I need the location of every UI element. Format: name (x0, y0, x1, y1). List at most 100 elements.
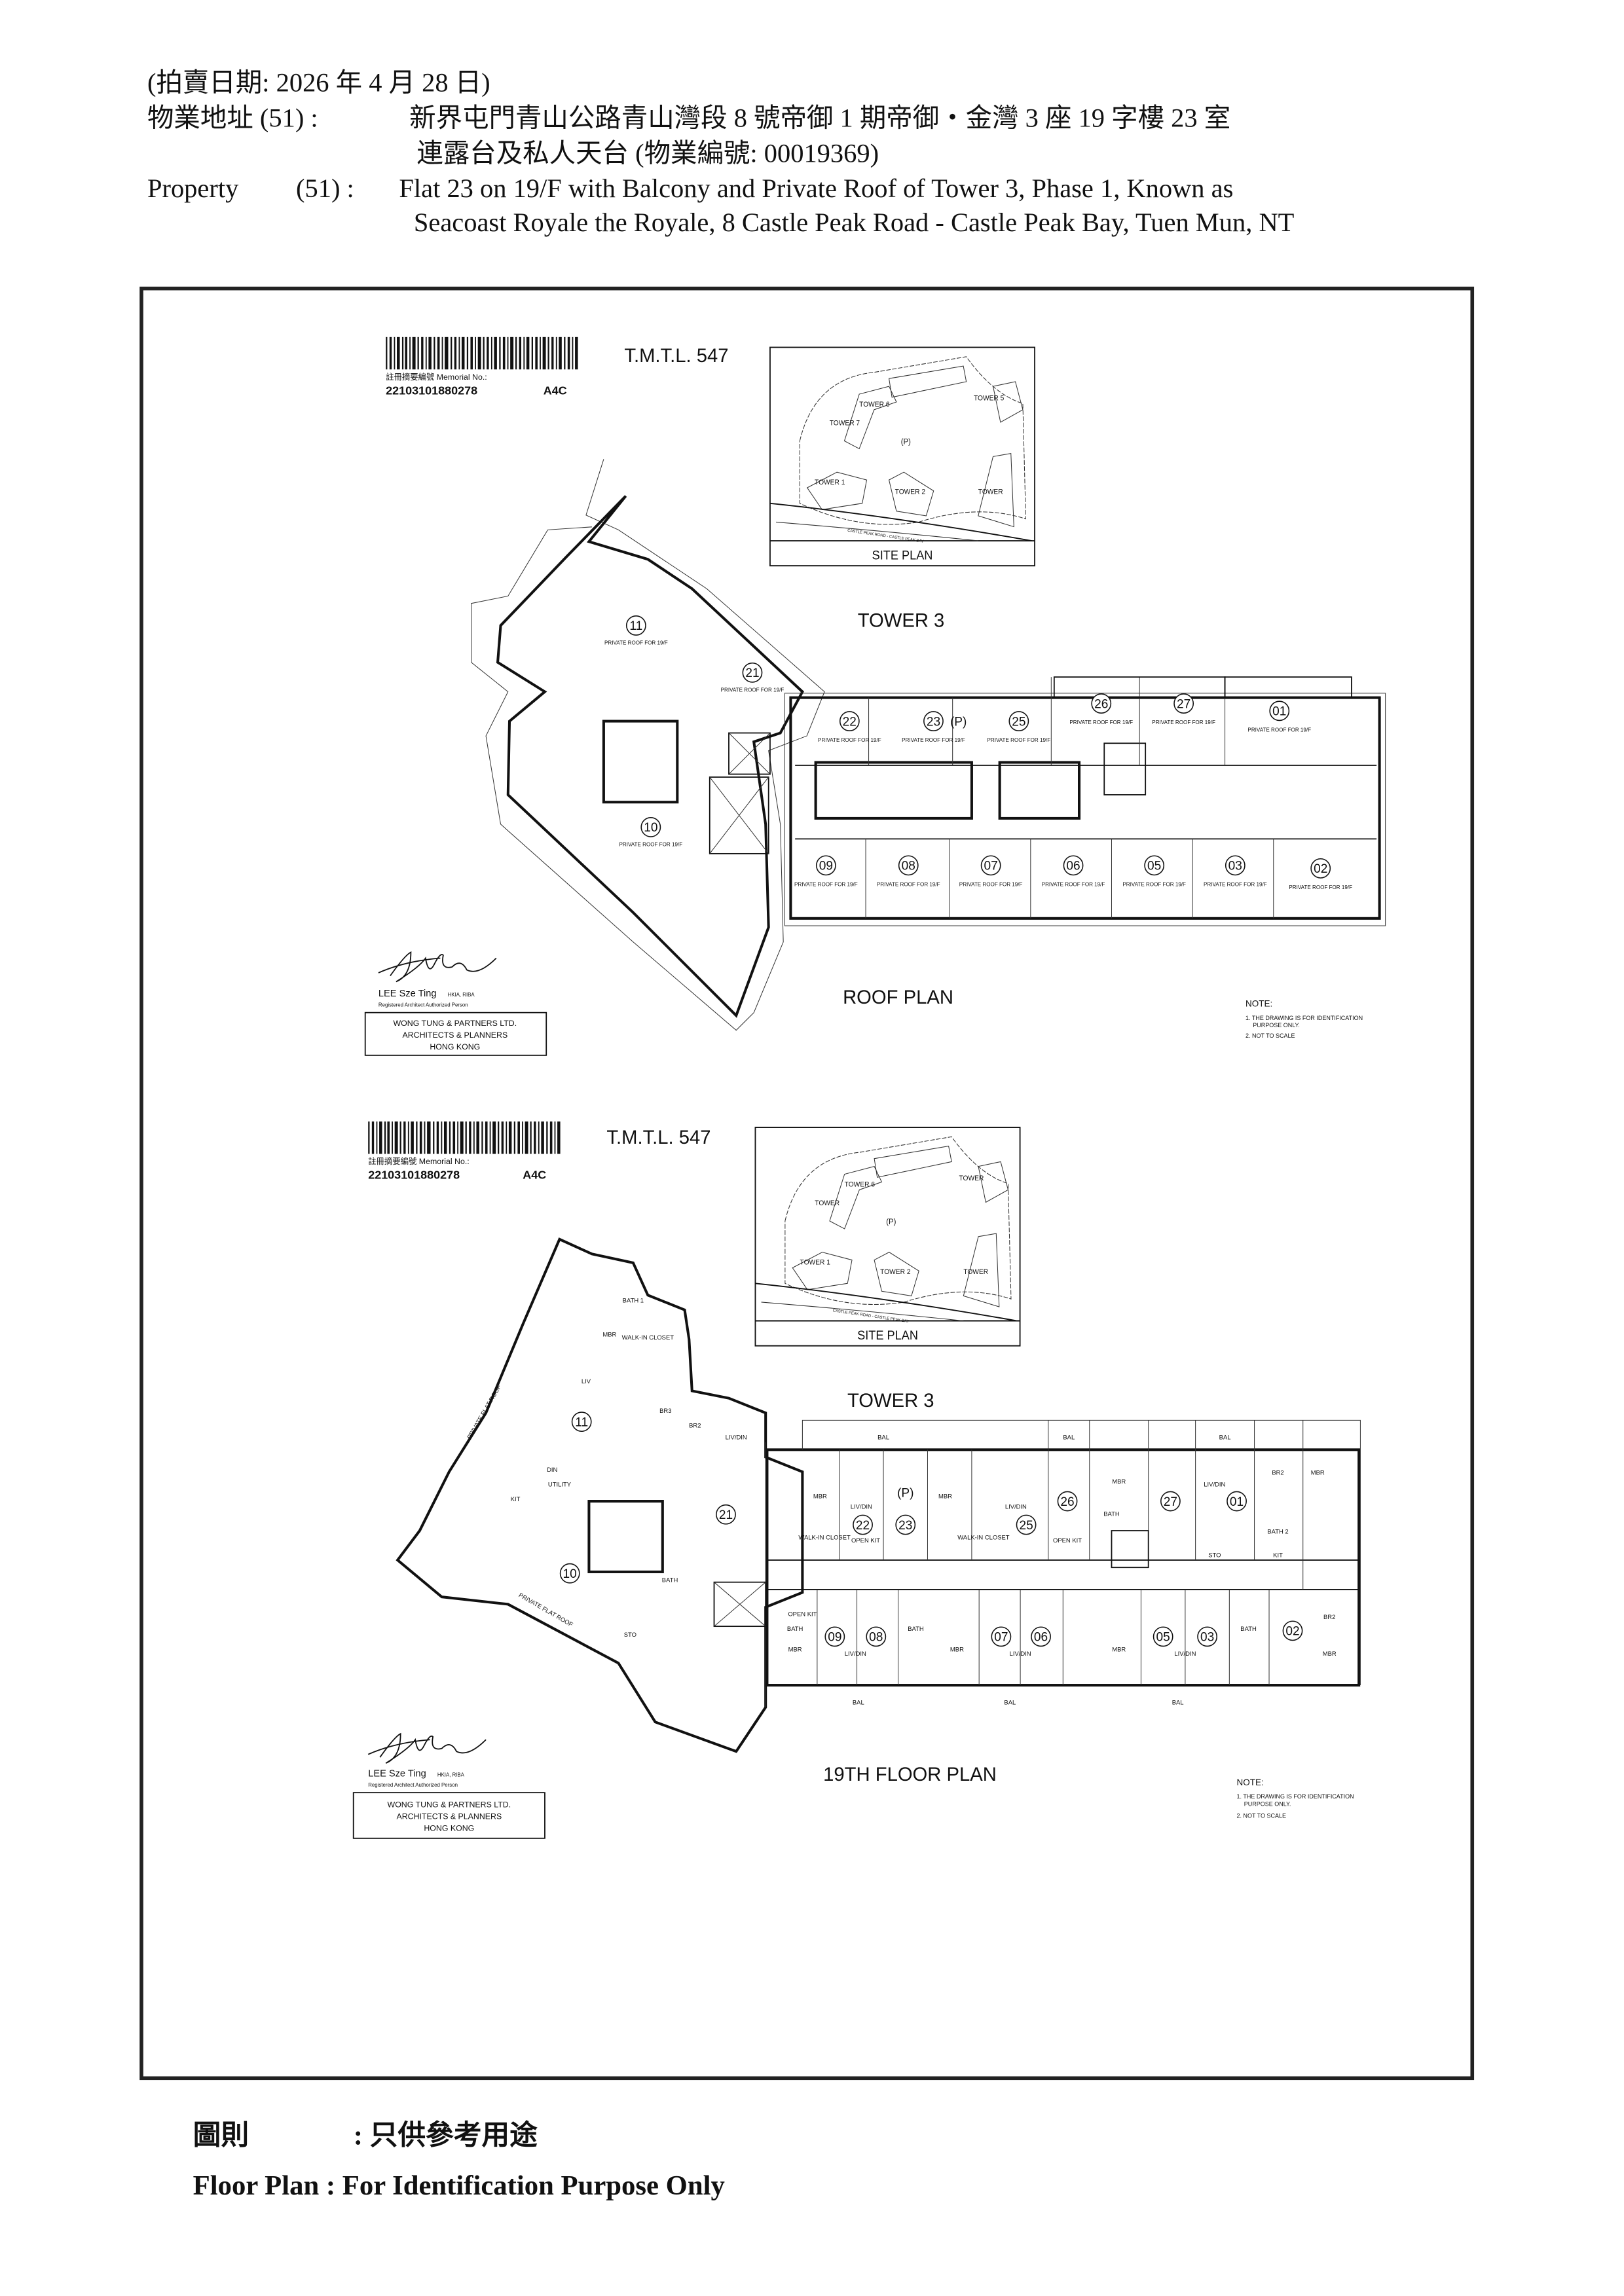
unit-09: 09 (824, 1626, 845, 1647)
firm-line1: WONG TUNG & PARTNERS LTD. (394, 1019, 517, 1028)
plan-title: 19TH FLOOR PLAN (823, 1764, 997, 1785)
barcode (386, 337, 578, 370)
svg-text:BR2: BR2 (689, 1423, 701, 1430)
architect-signature (367, 1733, 487, 1764)
memorial-number: 22103101880278 (386, 384, 477, 397)
unit-03: 03 (1197, 1626, 1218, 1647)
architect-quals: HKIA, RIBA (448, 992, 475, 998)
svg-text:1. THE DRAWING IS FOR IDENTIFI: 1. THE DRAWING IS FOR IDENTIFICATION (1237, 1793, 1354, 1800)
site-tower-label: TOWER 5 (974, 395, 1005, 402)
svg-text:OPEN KIT: OPEN KIT (788, 1611, 817, 1618)
svg-text:DIN: DIN (547, 1467, 557, 1474)
svg-text:03: 03 (1200, 1631, 1214, 1645)
site-tower-label: TOWER (978, 488, 1003, 496)
unit-11: 11 (571, 1412, 592, 1432)
svg-text:BATH: BATH (787, 1626, 803, 1633)
svg-text:10: 10 (644, 821, 657, 835)
drawing-note: NOTE: 1. THE DRAWING IS FOR IDENTIFICATI… (1246, 999, 1363, 1039)
property-label-en: Property (147, 173, 239, 203)
svg-text:PRIVATE ROOF FOR 19/F: PRIVATE ROOF FOR 19/F (987, 737, 1051, 743)
address-zh-line2: 連露台及私人天台 (物業編號: 00019369) (416, 138, 879, 168)
svg-text:BATH: BATH (908, 1626, 924, 1633)
svg-text:PRIVATE ROOF FOR 19/F: PRIVATE ROOF FOR 19/F (1247, 727, 1311, 733)
svg-text:PURPOSE ONLY.: PURPOSE ONLY. (1244, 1800, 1291, 1807)
svg-text:OPEN KIT: OPEN KIT (1053, 1537, 1082, 1544)
svg-text:PRIVATE ROOF FOR 19/F: PRIVATE ROOF FOR 19/F (877, 881, 940, 887)
svg-text:10: 10 (563, 1567, 577, 1581)
svg-text:02: 02 (1285, 1625, 1299, 1639)
svg-text:(P): (P) (950, 715, 967, 729)
svg-text:2. NOT TO SCALE: 2. NOT TO SCALE (1246, 1032, 1295, 1039)
firm-line1: WONG TUNG & PARTNERS LTD. (388, 1800, 511, 1810)
svg-text:21: 21 (719, 1508, 733, 1522)
architect-name: LEE Sze Ting (378, 989, 437, 999)
unit-22: 22 (853, 1514, 873, 1535)
footer-label-zh: 圖則 (193, 2120, 249, 2151)
svg-text:BAL: BAL (1219, 1434, 1231, 1442)
unit-markers: 11 21 10 22 23(P) 25 26 27 01 09 08 07 0… (559, 1412, 1303, 1647)
svg-text:1. THE DRAWING IS FOR IDENTIFI: 1. THE DRAWING IS FOR IDENTIFICATION (1246, 1015, 1363, 1021)
svg-text:MBR: MBR (602, 1331, 616, 1338)
svg-text:27: 27 (1177, 697, 1190, 711)
plan-title: ROOF PLAN (843, 987, 953, 1008)
svg-text:06: 06 (1066, 860, 1080, 873)
unit-08: 08 (866, 1626, 887, 1647)
svg-text:MBR: MBR (788, 1646, 802, 1653)
unit-05: 05 (1153, 1626, 1173, 1647)
unit-27: 27 (1160, 1491, 1181, 1512)
svg-text:LIV/DIN: LIV/DIN (1005, 1503, 1027, 1510)
svg-text:MBR: MBR (1311, 1470, 1325, 1477)
architect-block: LEE Sze Ting HKIA, RIBA Registered Archi… (352, 1733, 545, 1839)
svg-text:22: 22 (843, 715, 857, 729)
svg-text:26: 26 (1060, 1495, 1074, 1509)
unit-23: 23 (P) (895, 1486, 916, 1535)
svg-text:01: 01 (1230, 1495, 1244, 1509)
site-road-label: CASTLE PEAK ROAD - CASTLE PEAK BAY (847, 529, 924, 544)
unit-06: 06 (1031, 1626, 1051, 1647)
svg-text:LIV/DIN: LIV/DIN (1010, 1650, 1031, 1658)
svg-text:25: 25 (1012, 715, 1025, 729)
svg-text:06: 06 (1034, 1631, 1048, 1645)
svg-text:08: 08 (869, 1631, 883, 1645)
unit-01: 01 (1227, 1491, 1247, 1512)
svg-text:MBR: MBR (1112, 1478, 1126, 1485)
svg-text:BAL: BAL (1063, 1434, 1075, 1442)
drawing-frame (139, 286, 1475, 2081)
property-num-en: (51) : (296, 173, 354, 203)
auction-date: (拍賣日期: 2026 年 4 月 28 日) (147, 67, 490, 97)
svg-text:21: 21 (745, 666, 759, 680)
unit-23: 23(P)PRIVATE ROOF FOR 19/F (902, 711, 967, 743)
svg-text:PURPOSE ONLY.: PURPOSE ONLY. (1253, 1022, 1300, 1029)
svg-text:MBR: MBR (813, 1493, 827, 1501)
site-tower-label: TOWER 6 (859, 401, 890, 409)
svg-text:11: 11 (629, 619, 642, 633)
svg-text:2. NOT TO SCALE: 2. NOT TO SCALE (1237, 1812, 1286, 1819)
svg-text:PRIVATE ROOF FOR 19/F: PRIVATE ROOF FOR 19/F (604, 640, 668, 646)
firm-line3: HONG KONG (424, 1824, 474, 1833)
sheet-code: A4C (544, 384, 567, 397)
site-tower-label: TOWER 6 (845, 1181, 876, 1188)
memorial-label: 註冊摘要編號 Memorial No.: (368, 1156, 470, 1166)
svg-text:BAL: BAL (877, 1434, 889, 1442)
svg-text:OPEN KIT: OPEN KIT (851, 1537, 880, 1544)
svg-text:27: 27 (1164, 1495, 1177, 1509)
site-p-label: (P) (901, 437, 911, 446)
svg-text:LIV: LIV (581, 1378, 591, 1385)
site-tower-label: TOWER (815, 1200, 840, 1207)
address-en-line2: Seacoast Royale the Royale, 8 Castle Pea… (414, 208, 1295, 237)
svg-text:PRIVATE ROOF FOR 19/F: PRIVATE ROOF FOR 19/F (1122, 881, 1186, 887)
svg-text:(P): (P) (897, 1486, 913, 1500)
svg-text:23: 23 (898, 1519, 912, 1533)
svg-text:25: 25 (1019, 1519, 1033, 1533)
svg-text:23: 23 (927, 715, 940, 729)
address-label-zh: 物業地址 (51) : (147, 103, 318, 132)
svg-text:BAL: BAL (1004, 1699, 1016, 1706)
svg-text:22: 22 (856, 1519, 870, 1533)
